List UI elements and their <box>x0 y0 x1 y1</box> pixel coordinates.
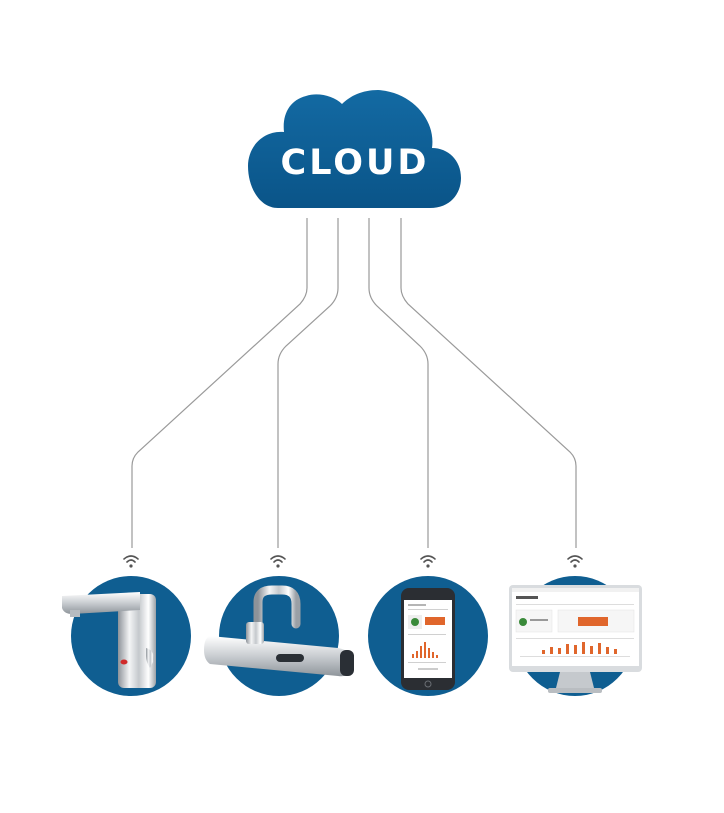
connection-line-faucet <box>131 218 308 548</box>
smartphone-icon <box>401 588 455 690</box>
wifi-icon <box>567 555 583 568</box>
sensor-faucet-icon <box>62 592 156 688</box>
wifi-icon <box>270 555 286 568</box>
monitor-icon <box>509 585 642 693</box>
connection-line-mixer <box>277 218 339 548</box>
connection-lines <box>131 218 577 548</box>
cloud-icon <box>248 90 461 208</box>
connection-line-phone <box>368 218 429 548</box>
wifi-icon <box>123 555 139 568</box>
thermostatic-faucet-icon <box>204 585 354 677</box>
cloud-label: CLOUD <box>280 143 430 183</box>
wifi-icon <box>420 555 436 568</box>
connection-line-monitor <box>400 218 577 548</box>
